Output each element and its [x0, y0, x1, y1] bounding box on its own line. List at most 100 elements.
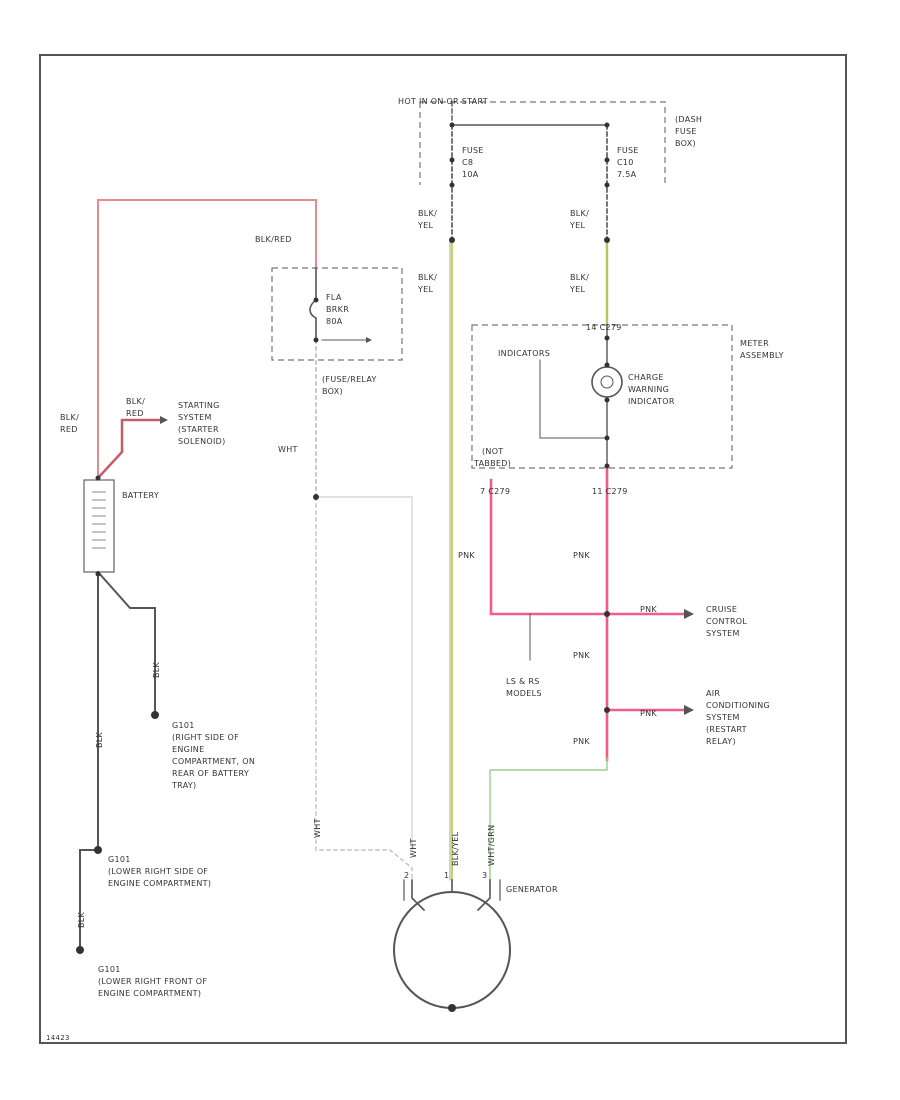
- svg-text:7.5A: 7.5A: [617, 170, 637, 179]
- label-c279-right: 11 C279: [592, 487, 628, 496]
- node-fla-bot: [313, 337, 319, 343]
- svg-text:(LOWER RIGHT FRONT OF: (LOWER RIGHT FRONT OF: [98, 977, 207, 986]
- svg-text:G101: G101: [108, 855, 131, 864]
- svg-text:ENGINE COMPARTMENT): ENGINE COMPARTMENT): [98, 989, 201, 998]
- svg-text:SOLENOID): SOLENOID): [178, 437, 226, 446]
- svg-text:(RESTART: (RESTART: [706, 725, 747, 734]
- label-blk-g101b: BLK: [77, 911, 86, 928]
- label-blk-yel-gen: BLK/YEL: [451, 831, 460, 866]
- label-blk-vert: BLK: [95, 731, 104, 748]
- svg-text:INDICATOR: INDICATOR: [628, 397, 675, 406]
- battery-symbol: [83, 479, 115, 573]
- svg-text:CONTROL: CONTROL: [706, 617, 747, 626]
- node-busbar-left: [449, 122, 455, 128]
- wire-indicators-ref: [539, 359, 608, 439]
- label-wht-lower: WHT: [313, 818, 322, 838]
- wire-blk-ground-g101c: [79, 849, 99, 951]
- label-blk-red-starter: BLK/ RED: [126, 397, 145, 418]
- svg-text:ENGINE COMPARTMENT): ENGINE COMPARTMENT): [108, 879, 211, 888]
- label-not-tabbed: (NOT TABBED): [473, 447, 511, 468]
- label-pin-2: 2: [404, 871, 409, 880]
- label-blk-yel-4: BLK/ YEL: [569, 273, 589, 294]
- svg-text:BLK/: BLK/: [418, 209, 437, 218]
- wire-wht-grn: [489, 757, 608, 881]
- label-g101-right-side: G101 (RIGHT SIDE OF ENGINE COMPARTMENT, …: [171, 721, 255, 790]
- node-pnk-cruise: [604, 611, 610, 617]
- svg-text:BOX): BOX): [675, 139, 696, 148]
- label-generator: GENERATOR: [506, 885, 558, 894]
- diagram-frame: [39, 54, 847, 1044]
- svg-text:FUSE: FUSE: [617, 146, 639, 155]
- svg-text:80A: 80A: [326, 317, 343, 326]
- svg-text:CHARGE: CHARGE: [628, 373, 664, 382]
- svg-text:G101: G101: [98, 965, 121, 974]
- svg-text:C8: C8: [462, 158, 473, 167]
- label-g101-lower-right-side: G101 (LOWER RIGHT SIDE OF ENGINE COMPART…: [108, 855, 211, 888]
- svg-text:STARTING: STARTING: [178, 401, 220, 410]
- svg-text:10A: 10A: [462, 170, 479, 179]
- wire-blk-ground-g101: [96, 570, 156, 716]
- label-blk-red-left: BLK/ RED: [60, 413, 79, 434]
- label-blk-g101: BLK: [152, 661, 161, 678]
- svg-text:FLA: FLA: [326, 293, 342, 302]
- svg-text:(FUSE/RELAY: (FUSE/RELAY: [322, 375, 377, 384]
- node-pnk-ac: [604, 707, 610, 713]
- node-lamp-top: [604, 362, 610, 368]
- node-battery-pos: [95, 475, 101, 481]
- generator-symbol: [393, 891, 511, 1009]
- label-pin-1: 1: [444, 871, 449, 880]
- node-fuse-c8-top: [449, 157, 455, 163]
- node-blk-yel-left: [449, 237, 455, 243]
- label-blk-yel-3: BLK/ YEL: [417, 273, 437, 294]
- svg-text:C10: C10: [617, 158, 634, 167]
- label-ls-rs-models: LS & RS MODELS: [506, 677, 541, 698]
- svg-text:ASSEMBLY: ASSEMBLY: [740, 351, 784, 360]
- label-battery: BATTERY: [122, 491, 159, 500]
- node-fuse-c8-bot: [449, 182, 455, 188]
- node-busbar-right: [604, 122, 610, 128]
- label-pnk-cruise: PNK: [640, 605, 657, 614]
- label-fla-brkr: FLA BRKR 80A: [326, 293, 349, 326]
- label-air-conditioning-system: AIR CONDITIONING SYSTEM (RESTART RELAY): [706, 689, 770, 746]
- generator-terminals: [411, 879, 491, 912]
- svg-text:SYSTEM: SYSTEM: [178, 413, 212, 422]
- svg-text:BLK/: BLK/: [570, 209, 589, 218]
- svg-text:LS & RS: LS & RS: [506, 677, 540, 686]
- label-pnk-3: PNK: [573, 651, 590, 660]
- battery-cells: [92, 491, 106, 549]
- label-fuse-relay-box: (FUSE/RELAY BOX): [322, 375, 377, 396]
- svg-text:BLK/: BLK/: [60, 413, 79, 422]
- svg-text:YEL: YEL: [569, 221, 586, 230]
- fla-brkr-symbol: [309, 298, 318, 341]
- ground-g101c: [76, 946, 84, 954]
- node-meter-out: [604, 463, 610, 469]
- ground-g101b: [94, 846, 102, 854]
- svg-text:(NOT: (NOT: [482, 447, 504, 456]
- label-blk-red-top: BLK/RED: [255, 235, 292, 244]
- wire-blk-red-battery: [97, 199, 317, 481]
- svg-text:RED: RED: [126, 409, 144, 418]
- svg-text:G101: G101: [172, 721, 195, 730]
- label-starting-system: STARTING SYSTEM (STARTER SOLENOID): [178, 401, 226, 446]
- label-pin-3: 3: [482, 871, 487, 880]
- label-meter-assembly: METER ASSEMBLY: [740, 339, 784, 360]
- wire-wht-lower: [315, 496, 413, 881]
- node-fuse-c10-top: [604, 157, 610, 163]
- svg-text:BLK/: BLK/: [570, 273, 589, 282]
- wire-pnk-left: [489, 478, 609, 616]
- label-wht-grn-gen: WHT/GRN: [487, 825, 496, 866]
- label-wht-gen: WHT: [409, 838, 418, 858]
- label-wht-upper: WHT: [278, 445, 298, 454]
- svg-text:YEL: YEL: [569, 285, 586, 294]
- svg-text:CRUISE: CRUISE: [706, 605, 737, 614]
- node-battery-neg: [95, 571, 101, 577]
- label-cruise-control-system: CRUISE CONTROL SYSTEM: [706, 605, 747, 638]
- fuse-relay-box-outline: [271, 267, 403, 361]
- wire-wht-branch: [315, 496, 413, 851]
- label-c279-left: 7 C279: [480, 487, 510, 496]
- label-dash-fuse-box: (DASH FUSE BOX): [675, 115, 702, 148]
- svg-text:REAR OF BATTERY: REAR OF BATTERY: [172, 769, 249, 778]
- charge-warning-lamp: [591, 366, 623, 398]
- svg-text:ENGINE: ENGINE: [172, 745, 204, 754]
- svg-text:TABBED): TABBED): [473, 459, 511, 468]
